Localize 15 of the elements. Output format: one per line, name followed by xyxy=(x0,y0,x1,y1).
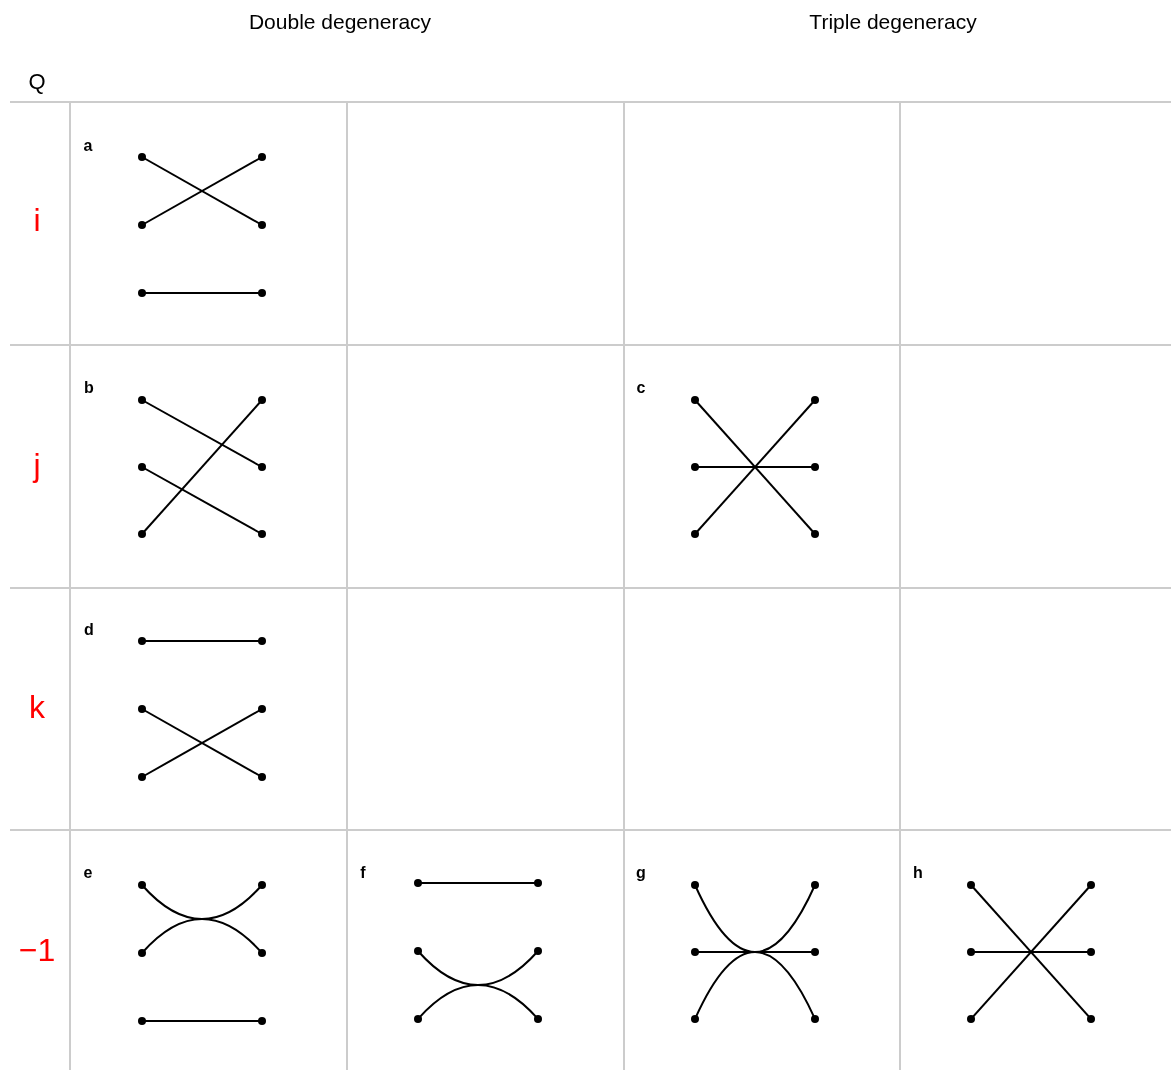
panel-letter: c xyxy=(636,380,646,396)
panel-letter: d xyxy=(84,622,94,638)
panel-letter: g xyxy=(636,865,646,881)
row-label: −1 xyxy=(18,934,56,966)
column-heading: Double degeneracy xyxy=(248,10,432,32)
column-heading: Triple degeneracy xyxy=(809,10,977,32)
row-label: i xyxy=(33,204,41,236)
panel-letter: b xyxy=(84,380,94,396)
panel-letter: e xyxy=(83,865,93,881)
row-label: k xyxy=(29,691,45,723)
row-label: j xyxy=(33,449,41,481)
axis-label: Q xyxy=(28,71,46,93)
panel-letter: h xyxy=(913,865,923,881)
panel-letter: f xyxy=(360,865,366,881)
panel-letter: a xyxy=(83,138,93,154)
